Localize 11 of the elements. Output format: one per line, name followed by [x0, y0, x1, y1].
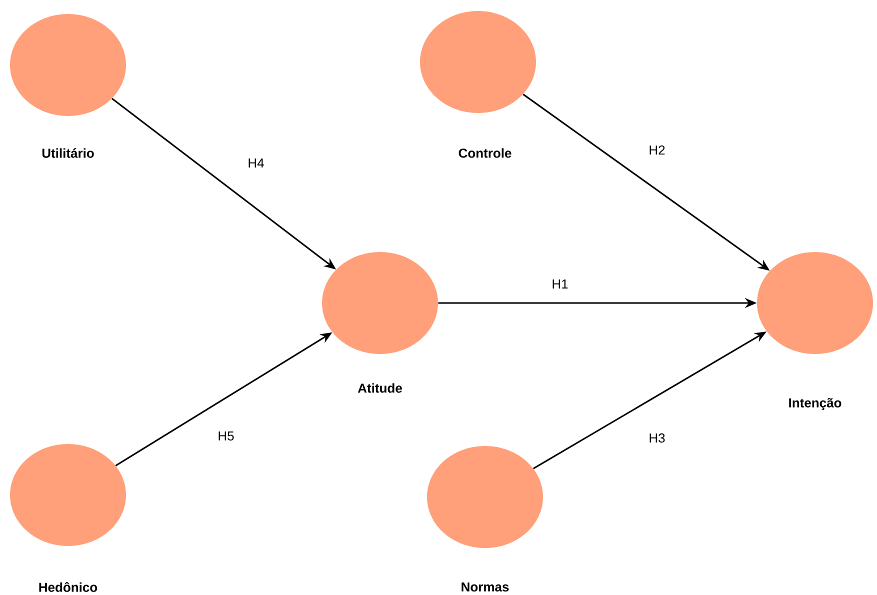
edge-label: H1: [550, 278, 570, 290]
node-label: Intenção: [789, 398, 842, 410]
node-label: Atitude: [358, 383, 402, 393]
edge-label: H5: [216, 430, 236, 442]
node-label: Normas: [462, 582, 509, 592]
node-label: Utilitário: [42, 148, 94, 158]
edge-label: H4: [246, 158, 266, 168]
edge-label: H3: [648, 432, 666, 444]
edge-label: H2: [648, 144, 666, 156]
node-label: Hedônico: [39, 582, 98, 592]
node-label: Controle: [458, 148, 512, 158]
